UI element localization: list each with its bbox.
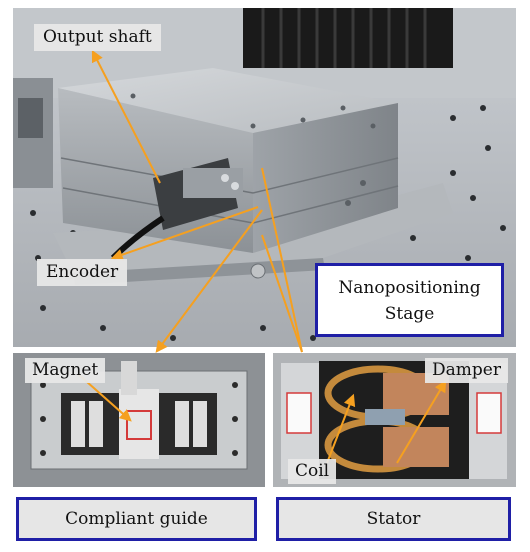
magnet-label: Magnet [25,358,106,383]
compliant-guide-caption: Compliant guide [16,497,257,541]
encoder-label: Encoder [37,259,128,286]
stator-caption: Stator [276,497,511,541]
coil-label: Coil [288,459,337,484]
nanopositioning-line2: Stage [384,304,435,324]
damper-label: Damper [425,358,508,383]
nanopositioning-stage-box: Nanopositioning Stage [315,263,504,337]
stage-photo [13,8,516,347]
nanopositioning-line1: Nanopositioning [338,278,481,298]
output-shaft-label: Output shaft [34,24,161,51]
